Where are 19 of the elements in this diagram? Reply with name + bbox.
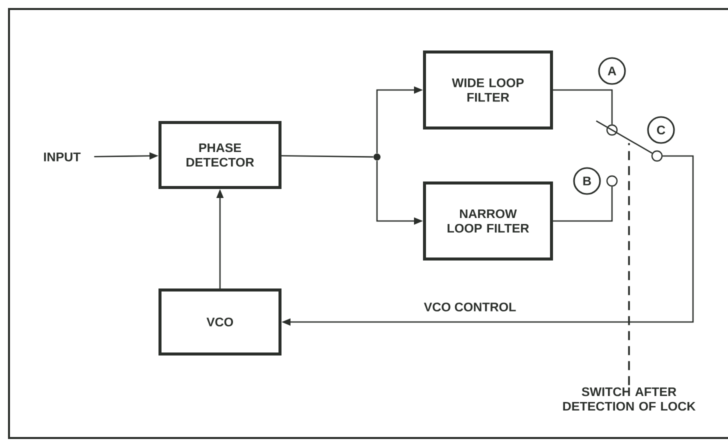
circled-letter: B xyxy=(573,167,601,195)
connector-line xyxy=(553,89,613,124)
circled-letter: A xyxy=(598,57,626,85)
switch-terminal xyxy=(606,124,618,136)
connector-line xyxy=(282,155,374,158)
connector-line xyxy=(553,186,613,222)
switch-blade xyxy=(596,120,652,154)
text-label: INPUT xyxy=(44,152,81,162)
edge-label: VCO CONTROL xyxy=(424,302,516,312)
block-box: NARROW LOOP FILTER xyxy=(423,182,553,260)
block-box: PHASE DETECTOR xyxy=(158,121,282,189)
leader-line xyxy=(628,143,630,386)
switch-terminal xyxy=(651,150,663,162)
switch-terminal xyxy=(606,175,618,187)
block-box: WIDE LOOP FILTER xyxy=(423,50,553,130)
text-label: SWITCH AFTER DETECTION OF LOCK xyxy=(563,387,696,411)
block-box: VCO xyxy=(158,288,282,356)
junction-dot xyxy=(374,154,380,160)
circled-letter: C xyxy=(647,116,675,144)
